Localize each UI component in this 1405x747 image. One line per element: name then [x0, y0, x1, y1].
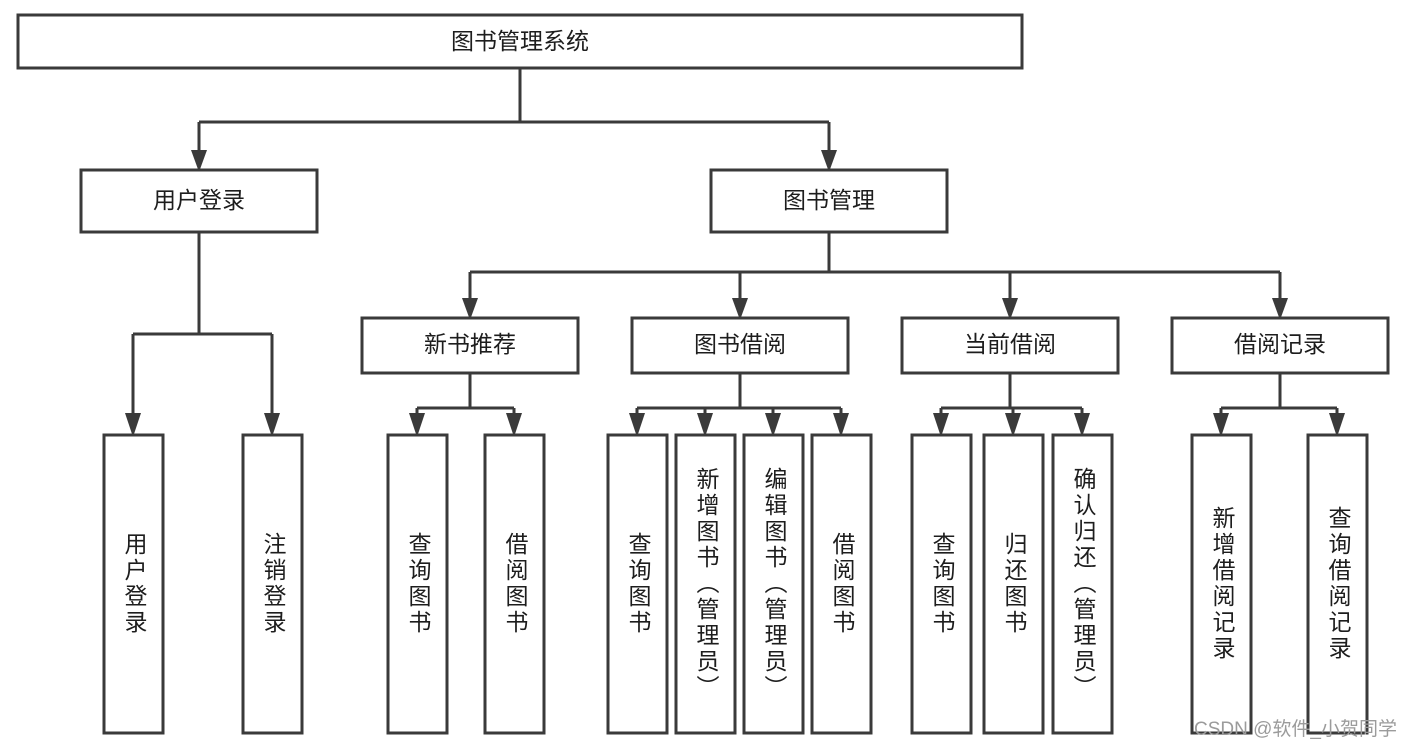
arrowhead-current: [1002, 298, 1018, 320]
leaf-add-borrow-record[interactable]: [1190, 433, 1253, 735]
arrowhead-l-b1: [506, 413, 522, 437]
node-borrow-records-label: 借阅记录: [1234, 331, 1326, 357]
node-user-login-label: 用户登录: [153, 187, 245, 213]
leaf-return-book[interactable]: [982, 433, 1045, 735]
leaf-borrow-book-1[interactable]: [483, 433, 546, 735]
csdn-watermark: CSDN @软件_小贺同学: [1194, 719, 1397, 740]
node-book-borrow[interactable]: [630, 316, 850, 375]
arrowhead-book-mgmt: [821, 150, 837, 172]
horizontal-label-layer: 图书管理系统 用户登录 图书管理 新书推荐 图书借阅 当前借阅 借阅记录: [153, 28, 1326, 357]
arrowhead-l-q2: [629, 413, 645, 437]
arrowhead-l-return: [1005, 413, 1021, 437]
arrowhead-user-login: [191, 150, 207, 172]
arrowhead-l-logout: [264, 413, 280, 437]
leaf-logout[interactable]: [241, 433, 304, 735]
arrowhead-l-qrec: [1329, 413, 1345, 437]
node-new-book-recommend-label: 新书推荐: [424, 331, 516, 357]
arrowhead-l-b2: [833, 413, 849, 437]
node-layer: [16, 13, 1390, 735]
arrowhead-l-add: [697, 413, 713, 437]
node-current-borrow[interactable]: [900, 316, 1120, 375]
node-borrow-records[interactable]: [1170, 316, 1390, 375]
leaf-query-borrow-record[interactable]: [1306, 433, 1369, 735]
leaf-query-book-2[interactable]: [606, 433, 669, 735]
leaf-edit-book-admin[interactable]: [742, 433, 805, 735]
arrowhead-l-addrec: [1213, 413, 1229, 437]
arrowhead-records: [1272, 298, 1288, 320]
node-book-management[interactable]: [709, 168, 949, 234]
arrowhead-l-q3: [933, 413, 949, 437]
leaf-borrow-book-2[interactable]: [810, 433, 873, 735]
leaf-query-book-1[interactable]: [386, 433, 449, 735]
leaf-add-book-admin[interactable]: [674, 433, 737, 735]
node-new-book-recommend[interactable]: [360, 316, 580, 375]
arrowhead-borrow: [732, 298, 748, 320]
arrowhead-l-edit: [765, 413, 781, 437]
leaf-user-login[interactable]: [102, 433, 165, 735]
connector-layer: [125, 68, 1345, 437]
arrowhead-l-login: [125, 413, 141, 437]
node-root-label: 图书管理系统: [451, 28, 589, 54]
node-root[interactable]: [16, 13, 1024, 70]
node-book-management-label: 图书管理: [783, 187, 875, 213]
leaf-confirm-return-admin[interactable]: [1051, 433, 1114, 735]
node-current-borrow-label: 当前借阅: [964, 331, 1056, 357]
node-user-login[interactable]: [79, 168, 319, 234]
arrowhead-l-confirm: [1074, 413, 1090, 437]
arrowhead-new-rec: [462, 298, 478, 320]
arrowhead-l-q1: [409, 413, 425, 437]
node-book-borrow-label: 图书借阅: [694, 331, 786, 357]
leaf-query-book-3[interactable]: [910, 433, 973, 735]
